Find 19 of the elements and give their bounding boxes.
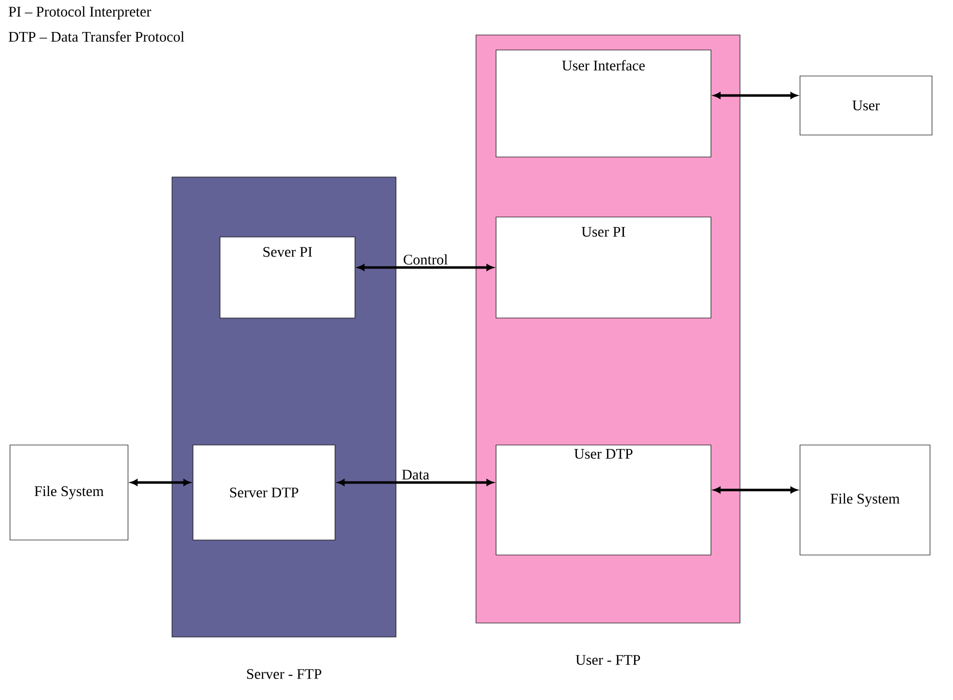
arrow: [338, 479, 494, 486]
arrow: [358, 264, 494, 271]
process-box: Server DTP: [192, 444, 336, 540]
arrow: [130, 479, 190, 486]
process-box: User PI: [496, 216, 712, 318]
process-box: File System: [800, 444, 930, 556]
process-box: User: [800, 76, 932, 136]
process-box: User Interface: [496, 50, 712, 158]
process-box: User DTP: [496, 444, 712, 556]
edge-label: Control: [404, 254, 448, 265]
edge-label: Data: [402, 470, 430, 480]
process-box: Sever PI: [220, 236, 356, 318]
arrow: [714, 486, 798, 494]
legend-note: DTP – Data Transfer Protocol: [8, 31, 184, 42]
node-label: User - FTP: [576, 655, 640, 665]
node-label: Server - FTP: [247, 669, 322, 679]
process-box: File System: [10, 444, 128, 540]
legend-note: PI – Protocol Interpreter: [8, 6, 152, 20]
arrow: [714, 92, 798, 99]
